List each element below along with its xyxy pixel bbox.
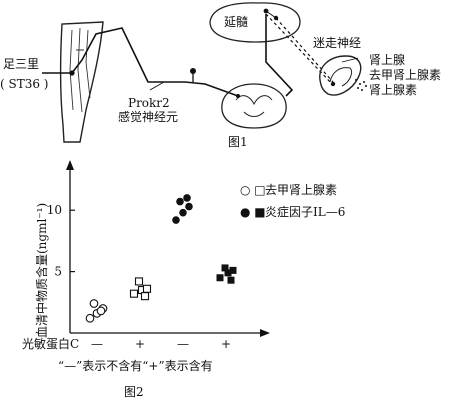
adrenal-label-3: 肾上腺素 <box>369 83 417 97</box>
filled-circle-point <box>176 197 184 206</box>
sensory-nerve-fiber <box>71 27 239 97</box>
spinal-cord-section <box>221 83 287 129</box>
y-ticks: 5 10 <box>47 203 75 279</box>
filled-circle-point <box>183 194 191 202</box>
filled-square-point <box>224 269 232 277</box>
y-tick-label: 10 <box>47 203 62 217</box>
adrenal-label-2: 去甲肾上腺素 <box>369 68 441 82</box>
open-circle-point <box>85 313 95 323</box>
filled-square-point <box>221 264 229 272</box>
medulla-inner-link <box>265 10 277 19</box>
x-sign-2: + <box>135 337 145 351</box>
filled-square-point <box>229 266 237 274</box>
open-circle-point <box>96 306 106 316</box>
open-square-point <box>129 289 139 298</box>
legend-symbols-1: ○ □ <box>240 183 266 197</box>
y-axis-arrow <box>66 160 74 170</box>
neuron-gene-label: Prokr2 <box>128 96 170 110</box>
open-square-point <box>140 292 150 301</box>
ganglion-cell-body <box>190 68 196 74</box>
legend-label-2: 炎症因子IL—6 <box>265 204 345 219</box>
filled-circle-point <box>179 208 187 217</box>
filled-square-point <box>216 274 224 282</box>
leg-outline <box>59 21 104 143</box>
figure2-caption: 图2 <box>124 385 144 399</box>
medulla-label: 延髓 <box>224 15 248 29</box>
sign-note: “—”表示不含有“+”表示含有 <box>58 358 213 373</box>
ascending-pathway <box>265 14 294 97</box>
medulla-outline <box>209 2 301 43</box>
adrenal-input-dot <box>330 81 336 87</box>
adrenal-secretion-dots <box>355 79 367 91</box>
x-sign-4: + <box>221 337 231 351</box>
filled-circle-point <box>172 216 180 224</box>
acupoint-code: ( ST36 ) <box>0 77 49 91</box>
x-sign-3: — <box>177 337 189 351</box>
figure1-caption: 图1 <box>228 135 248 149</box>
open-circle-point <box>89 299 99 308</box>
acupoint-label: 足三里 <box>3 57 39 71</box>
x-axis-arrow <box>260 329 270 337</box>
open-square-point <box>142 284 152 293</box>
figure1: 足三里 ( ST36 ) Prokr2 感觉神经元 延髓 迷走神经 肾上腺 <box>0 2 441 149</box>
x-row-label: 光敏蛋白C <box>22 336 79 351</box>
adrenal-medulla <box>329 67 353 87</box>
legend-symbols-2: ● ■ <box>240 205 266 219</box>
neuron-desc-label: 感觉神经元 <box>118 109 178 124</box>
adrenal-pointer <box>341 57 359 63</box>
y-tick-label: 5 <box>54 265 62 279</box>
vagus-label: 迷走神经 <box>313 36 361 50</box>
leg-nerve-lines <box>69 27 91 113</box>
y-axis-label: 血清中物质含量(ngml⁻¹) <box>34 203 49 338</box>
filled-square-point <box>227 276 235 284</box>
data-points <box>85 194 237 323</box>
x-sign-1: — <box>91 337 103 351</box>
figure2: 血清中物质含量(ngml⁻¹) 5 10 ○ □ 去甲肾上腺素 ● ■ 炎症因子I… <box>22 160 345 399</box>
vagus-nerve-2 <box>275 17 334 83</box>
spinal-relay-dot <box>236 94 240 98</box>
legend: ○ □ 去甲肾上腺素 ● ■ 炎症因子IL—6 <box>240 183 345 219</box>
adrenal-gland <box>319 55 362 96</box>
filled-circle-point <box>185 202 193 211</box>
open-square-point <box>134 277 144 286</box>
adrenal-label-1: 肾上腺 <box>369 53 405 67</box>
spinal-gray-matter <box>235 95 273 117</box>
legend-label-1: 去甲肾上腺素 <box>265 183 337 197</box>
neuron-label-pointer <box>149 81 165 91</box>
